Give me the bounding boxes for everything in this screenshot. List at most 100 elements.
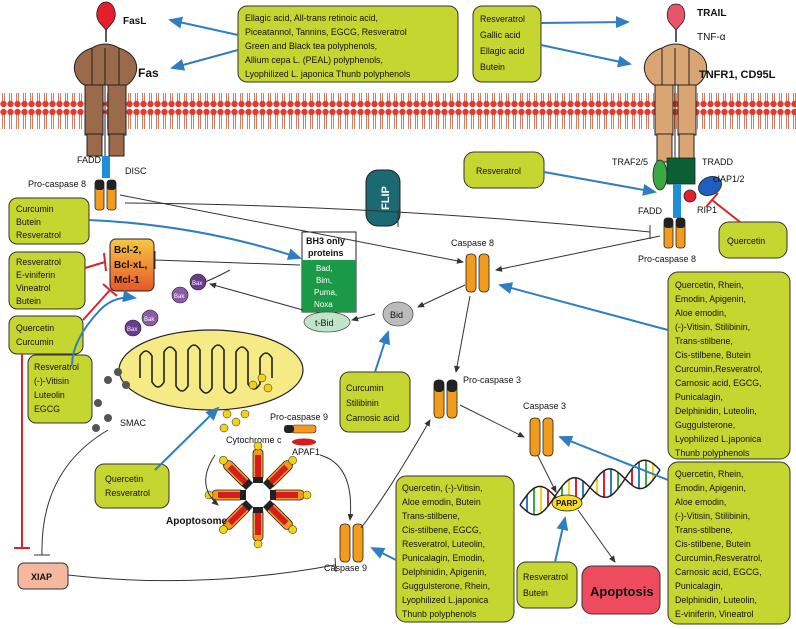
box-text: Allium cepa L. (PEAL) polyphenols, (245, 55, 383, 65)
box-text: Thunb polyphenols (402, 609, 477, 619)
bh3-item: Noxa (314, 300, 333, 309)
bcl-text: Mcl-1 (114, 275, 140, 286)
box-text: Punicalagin, (675, 581, 723, 591)
apoptosome-arm (262, 456, 297, 491)
smac-particle (92, 424, 100, 432)
tbid-protein (303, 311, 351, 333)
xiap-label: XIAP (31, 572, 52, 582)
box-right-big-2: Quercetin, Rhein, Emodin, Apigenin, Aloe… (667, 461, 791, 625)
box-text: Cis-stilbene, Butein (675, 350, 751, 360)
parp-protein (551, 494, 583, 512)
box-text: Quercetin (727, 236, 765, 246)
fas-receptor (74, 43, 137, 157)
trail-ligand (666, 3, 686, 42)
smac-particle (114, 368, 122, 376)
cytc-particle (231, 417, 241, 427)
box-text: Resveratrol (476, 166, 521, 176)
box-text: Lyophilized L. japonica Thunb polyphenol… (245, 69, 411, 79)
cytc-particle (240, 409, 250, 419)
cytc-particle (257, 373, 267, 383)
box-text: Punicalagin, Emodin, (402, 553, 485, 563)
procaspase9 (284, 424, 317, 434)
box-text: Luteolin (34, 390, 65, 400)
apoptosome-arm (252, 507, 264, 549)
box-text: Quercetin (16, 323, 54, 333)
tnfr-receptor (644, 43, 707, 163)
tnfr-label: TNFR1, CD95L (699, 69, 776, 81)
dna-strand (519, 468, 661, 507)
bh3-title-1: BH3 only (306, 236, 345, 246)
box-curcumin-stilibinin: Curcumin Stilibinin Carnosic acid (339, 371, 411, 433)
box-text: Carnosic acid, EGCG, (675, 567, 762, 577)
box-resveratrol-butein: Resveratrol Butein (516, 561, 578, 609)
bh3-item: Bim, (316, 276, 332, 285)
inhibition-lines (14, 192, 741, 549)
box-text: Guggulsterone, Rhein, (402, 581, 490, 591)
box-text: Lyophilized L.japonica (402, 595, 488, 605)
box-text: Resveratrol (34, 362, 79, 372)
box-quercetin-right: Quercetin (718, 221, 788, 259)
disc-label: DISC (125, 166, 147, 176)
box-text: Curcumin (346, 383, 384, 393)
mitochondrion (118, 329, 304, 411)
apoptosome-label: Apoptosome (166, 516, 228, 527)
box-left-2: Resveratrol E-viniferin Vineatrol Butein (8, 251, 86, 310)
tradd-protein (666, 157, 696, 185)
bid-protein (382, 301, 414, 327)
box-text: Trans-stilbene, (675, 525, 733, 535)
activation-arrows (71, 16, 669, 563)
bax-label: Bax (192, 281, 202, 287)
caspase8-label: Caspase 8 (451, 238, 494, 248)
bax-protein-mito (124, 319, 142, 337)
apoptosis-box (581, 565, 661, 615)
apoptosome-arm (252, 441, 264, 483)
tradd-label: TRADD (702, 157, 733, 167)
caspase9-label: Caspase 9 (324, 563, 367, 573)
fas-label: Fas (138, 66, 159, 80)
bcl-text: Bcl-2, (114, 245, 141, 256)
apaf1-label: APAF1 (292, 447, 320, 457)
box-text: (-)-Vitisin, Stilibinin, (675, 511, 750, 521)
fadd-left (102, 156, 110, 178)
bak-label: Bak (174, 294, 185, 300)
box-left-1: Curcumin Butein Resveratrol (8, 197, 90, 245)
box-text: Vineatrol (16, 283, 51, 293)
bh3-only-proteins: BH3 only proteins Bad, Bim, Puma, Noxa (301, 231, 357, 313)
box-text: Carnosic acid, EGCG, (675, 378, 762, 388)
box-text: Emodin, Apigenin, (675, 294, 746, 304)
bid-label: Bid (390, 310, 403, 320)
box-text: Cis-stilbene, EGCG, (402, 525, 481, 535)
xiap-box (17, 562, 69, 590)
box-text: E-viniferin, Vineatrol (675, 609, 754, 619)
smac-particle (94, 399, 102, 407)
box-text: Quercetin (105, 474, 143, 484)
apoptosome-arm (219, 499, 254, 534)
cytc-particle (248, 380, 258, 390)
traf-label: TRAF2/5 (612, 157, 648, 167)
box-text: Quercetin, (-)-Vitisin, (402, 483, 483, 493)
box-text: Stilibinin (346, 398, 379, 408)
box-left-3: Quercetin Curcumin (8, 315, 84, 355)
box-text: Resveratrol, Luteolin, (402, 539, 485, 549)
box-text: Resveratrol (523, 572, 568, 582)
box-left-4: Resveratrol (-)-Vitisin Luteolin EGCG (27, 354, 93, 424)
box-text: Delphinidin, Luteolin, (675, 595, 757, 605)
apoptosome-arm (262, 499, 297, 534)
smac-particle (104, 376, 112, 384)
apoptosome-arm (270, 489, 312, 501)
box-text: Quercetin, Rhein, (675, 469, 743, 479)
box-text: Resveratrol (105, 488, 150, 498)
procaspase8-left (94, 179, 117, 211)
cytc-particle (222, 409, 232, 419)
caspase3-label: Caspase 3 (523, 401, 566, 411)
box-text: Thunb polyphenols (675, 448, 750, 458)
procaspase8-right (663, 217, 686, 249)
cytc-particle (263, 383, 273, 393)
tbid-label: t-Bid (315, 318, 334, 328)
box-top-right: Resveratrol Gallic acid Ellagic acid But… (472, 5, 542, 83)
box-text: E-viniferin (16, 270, 55, 280)
apaf1-protein (292, 438, 316, 446)
box-text: Butein (523, 588, 548, 598)
box-text: Aloe emodin, (675, 308, 726, 318)
apoptosis-label: Apoptosis (590, 584, 654, 599)
